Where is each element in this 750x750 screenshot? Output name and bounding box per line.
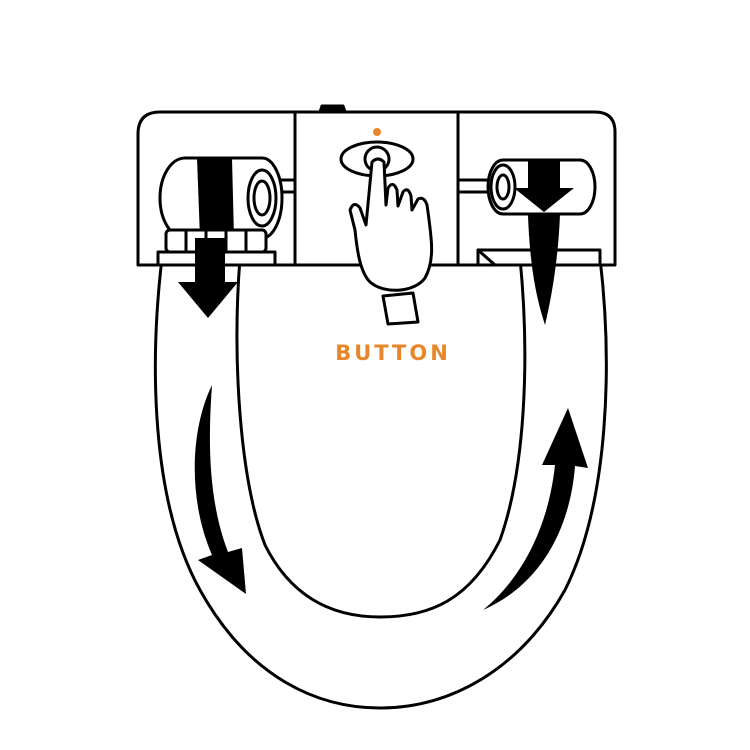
hand-icon (348, 157, 434, 292)
arrow-left-side (194, 385, 246, 594)
flow-arrows (178, 215, 588, 610)
button-assembly (339, 128, 434, 326)
right-roll (476, 158, 602, 267)
arrow-right-side (483, 408, 588, 610)
arrow-down-left-top (178, 238, 238, 318)
arrow-right-upper (528, 215, 560, 325)
sleeve-cuff (381, 291, 420, 326)
u-bag (153, 256, 608, 710)
indicator-dot (373, 128, 381, 136)
button-label: BUTTON (335, 341, 451, 365)
